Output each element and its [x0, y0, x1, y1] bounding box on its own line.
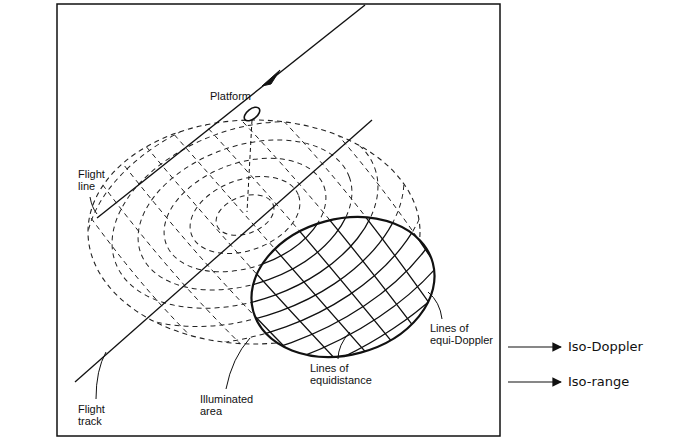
- illuminated-area: [236, 197, 451, 377]
- flight-track: [75, 120, 372, 382]
- nadir-line: [247, 120, 252, 212]
- iso-range-line: [210, 187, 279, 242]
- iso-range-line: [24, 37, 466, 392]
- iso-range-line: [86, 87, 404, 342]
- iso-range-label: Iso-range: [568, 374, 629, 389]
- leader-line: [90, 197, 97, 214]
- ground-grid: [0, 0, 559, 439]
- iso-range-line: [0, 13, 497, 418]
- leader-line: [338, 332, 350, 359]
- iso-range-line: [55, 62, 435, 367]
- iso-range-line: [24, 37, 466, 392]
- flight-track-label: Flight track: [78, 403, 118, 427]
- iso-range-line: [0, 0, 528, 439]
- iso-range-line: [117, 112, 373, 317]
- iso-range-line: [0, 13, 497, 418]
- iso-range-line: [0, 0, 559, 439]
- pointer-arrow: [508, 381, 561, 382]
- iso-doppler-line: [91, 4, 434, 394]
- iso-doppler-line: [109, 0, 452, 378]
- iso-range-line: [0, 0, 559, 439]
- equidistance-label: Lines of equidistance: [310, 362, 390, 386]
- flight-line: [97, 5, 365, 218]
- iso-doppler-line: [55, 36, 398, 426]
- equi-doppler-label: Lines of equi-Doppler: [430, 322, 496, 346]
- frame: [57, 4, 500, 436]
- illuminated-grid: [0, 0, 559, 439]
- iso-range-line: [179, 162, 310, 267]
- direction-arrow: [262, 70, 280, 86]
- iso-doppler-line: [145, 0, 488, 347]
- leader-line: [96, 352, 106, 399]
- illuminated-area-label: Illuminated area: [200, 393, 270, 417]
- iso-doppler-line: [0, 99, 327, 439]
- leader-line: [226, 338, 250, 389]
- platform-label: Platform: [210, 90, 251, 102]
- iso-range-line: [148, 137, 341, 292]
- iso-doppler-line: [127, 0, 470, 362]
- iso-doppler-label: Iso-Doppler: [568, 339, 643, 354]
- iso-doppler-line: [109, 0, 452, 378]
- flight-line-label: Flight line: [78, 168, 118, 192]
- iso-doppler-line: [1, 83, 344, 439]
- iso-doppler-line: [163, 0, 506, 331]
- iso-range-line: [0, 0, 528, 439]
- leader-line: [428, 292, 442, 319]
- pointer-arrow: [508, 346, 561, 347]
